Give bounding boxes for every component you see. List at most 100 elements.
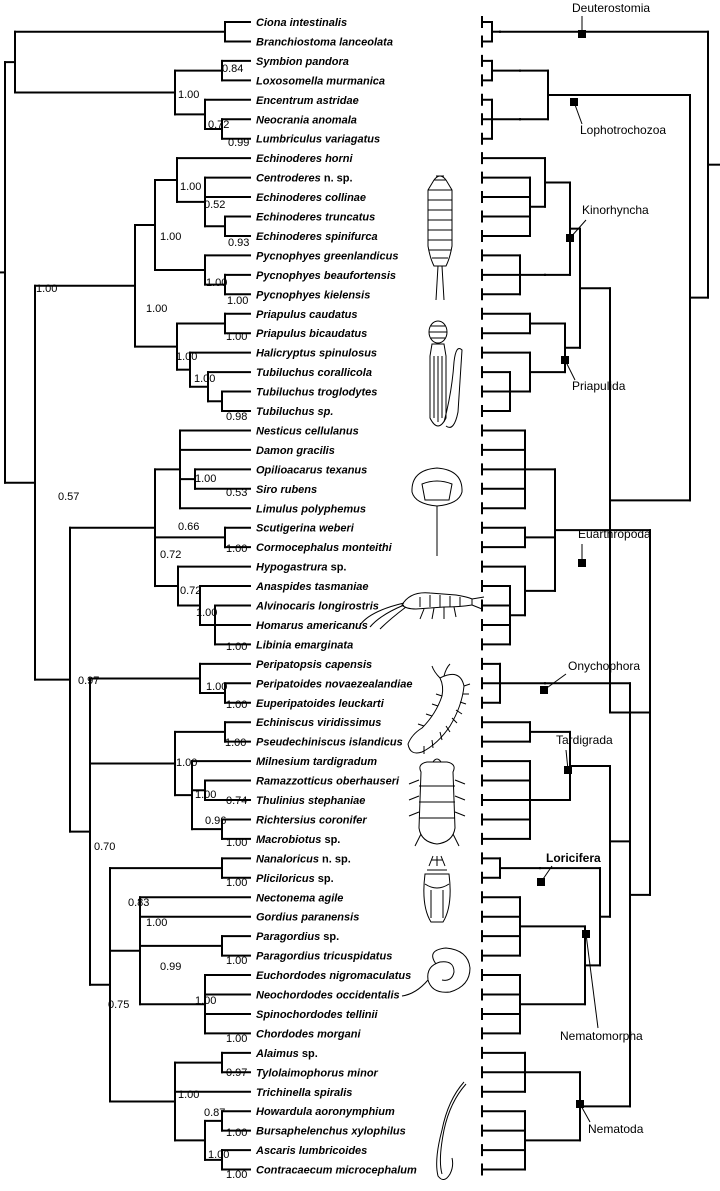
- taxon-name: Encentrum astridae: [256, 95, 359, 107]
- taxon-label: Echiniscus viridissimus: [256, 717, 381, 729]
- support-value: 0.70: [94, 841, 115, 853]
- terminal-branch: [481, 599, 511, 612]
- support-value: 0.72: [180, 585, 201, 597]
- taxon-qualifier: n. sp.: [319, 853, 351, 865]
- terminal-branch: [481, 249, 521, 262]
- support-value: 1.00: [226, 543, 247, 555]
- taxon-name: Libinia emarginata: [256, 639, 353, 651]
- taxon-label: Priapulus caudatus: [256, 309, 357, 321]
- taxon-name: Macrobiotus: [256, 834, 321, 846]
- support-value: 1.00: [206, 681, 227, 693]
- terminal-branch: [481, 288, 521, 301]
- taxon-label: Ascaris lumbricoides: [255, 1145, 367, 1157]
- taxon-label: Halicryptus spinulosus: [256, 348, 377, 360]
- clade-label-tard: Tardigrada: [556, 733, 613, 747]
- taxon-name: Tubiluchus corallicola: [256, 367, 372, 379]
- taxon-label: Scutigerina weberi: [256, 523, 355, 535]
- clade-marker: [576, 1100, 584, 1108]
- terminal-branch: [481, 988, 521, 1001]
- nematomorph-illustration: [401, 947, 471, 997]
- support-value: 1.00: [195, 789, 216, 801]
- taxon-label: Centroderes n. sp.: [256, 173, 353, 185]
- taxon-name: Tubiluchus troglodytes: [256, 387, 377, 399]
- taxon-label: Alvinocaris longirostris: [255, 601, 379, 613]
- terminal-branch: [481, 74, 493, 87]
- taxon-name: Pycnophyes greenlandicus: [256, 250, 398, 262]
- taxon-label: Peripatopsis capensis: [256, 659, 372, 671]
- taxon-label: Loxosomella murmanica: [256, 75, 385, 87]
- taxon-label: Nectonema agile: [256, 892, 343, 904]
- clade-label-deut: Deuterostomia: [572, 1, 650, 15]
- taxon-name: Pycnophyes beaufortensis: [256, 270, 396, 282]
- taxon-label: Richtersius coronifer: [256, 814, 367, 826]
- taxon-label: Gordius paranensis: [256, 912, 359, 924]
- taxon-label: Bursaphelenchus xylophilus: [256, 1126, 406, 1138]
- taxon-label: Symbion pandora: [256, 56, 349, 68]
- terminal-branch: [481, 638, 511, 651]
- taxon-name: Symbion pandora: [256, 56, 349, 68]
- terminal-branch: [481, 443, 526, 456]
- terminal-branch: [481, 307, 531, 320]
- terminal-branch: [481, 1124, 526, 1137]
- taxon-name: Echinoderes collinae: [256, 192, 366, 204]
- taxon-name: Priapulus caudatus: [256, 309, 357, 321]
- support-value: 0.53: [226, 487, 247, 499]
- terminal-branch: [481, 580, 511, 593]
- taxon-name: Spinochordodes tellinii: [256, 1009, 379, 1021]
- clade-marker: [537, 878, 545, 886]
- terminal-branch: [481, 521, 526, 534]
- taxon-name: Peripatopsis capensis: [256, 659, 372, 671]
- support-value: 0.99: [160, 961, 181, 973]
- terminal-branch: [481, 832, 531, 845]
- support-value: 1.00: [226, 955, 247, 967]
- taxon-name: Lumbriculus variagatus: [256, 134, 380, 146]
- terminal-branch: [481, 346, 531, 359]
- support-value: 0.99: [228, 137, 249, 149]
- taxon-label: Hypogastrura sp.: [256, 562, 346, 574]
- taxon-label: Echinoderes horni: [256, 153, 354, 165]
- support-value: 1.00: [176, 757, 197, 769]
- taxon-name: Euchordodes nigromaculatus: [256, 970, 411, 982]
- support-value: 1.00: [206, 277, 227, 289]
- clade-marker: [570, 98, 578, 106]
- support-value: 1.00: [226, 699, 247, 711]
- support-value: 1.00: [225, 737, 246, 749]
- support-value: 1.00: [226, 837, 247, 849]
- shrimp-illustration: [359, 592, 485, 630]
- taxon-qualifier: sp.: [315, 873, 334, 885]
- taxon-label: Encentrum astridae: [256, 95, 359, 107]
- taxon-label: Cormocephalus monteithi: [256, 542, 393, 554]
- taxon-name: Homarus americanus: [256, 620, 368, 632]
- taxon-name: Priapulus bicaudatus: [256, 328, 367, 340]
- taxon-name: Euperipatoides leuckarti: [256, 698, 385, 710]
- taxon-name: Bursaphelenchus xylophilus: [256, 1126, 406, 1138]
- taxon-label: Pseudechiniscus islandicus: [256, 737, 403, 749]
- taxon-label: Tylolaimophorus minor: [256, 1067, 379, 1079]
- terminal-branch: [481, 210, 531, 223]
- taxon-name: Echinoderes spinifurca: [256, 231, 378, 243]
- taxon-label: Damon gracilis: [256, 445, 335, 457]
- clade-leader-line: [585, 933, 599, 1029]
- terminal-branch: [481, 1105, 526, 1118]
- taxon-name: Halicryptus spinulosus: [256, 348, 377, 360]
- support-value: 1.00: [195, 995, 216, 1007]
- clade-marker: [578, 30, 586, 38]
- taxon-name: Echinoderes horni: [256, 153, 354, 165]
- support-value: 0.97: [78, 675, 99, 687]
- taxon-name: Tubiluchus sp.: [256, 406, 333, 418]
- taxon-label: Peripatoides novaezealandiae: [256, 678, 413, 690]
- support-value: 0.83: [128, 897, 149, 909]
- terminal-branch: [481, 716, 531, 729]
- taxon-label: Thulinius stephaniae: [256, 795, 365, 807]
- terminal-branch: [481, 463, 526, 476]
- taxon-name: Opilioacarus texanus: [256, 464, 367, 476]
- taxon-name: Richtersius coronifer: [256, 814, 367, 826]
- taxon-name: Cormocephalus monteithi: [256, 542, 393, 554]
- taxon-label: Contracaecum microcephalum: [256, 1165, 417, 1177]
- terminal-branch: [481, 541, 526, 554]
- kinorhynch-illustration: [427, 175, 453, 301]
- taxon-label: Echinoderes collinae: [256, 192, 366, 204]
- taxon-label: Tubiluchus troglodytes: [256, 387, 377, 399]
